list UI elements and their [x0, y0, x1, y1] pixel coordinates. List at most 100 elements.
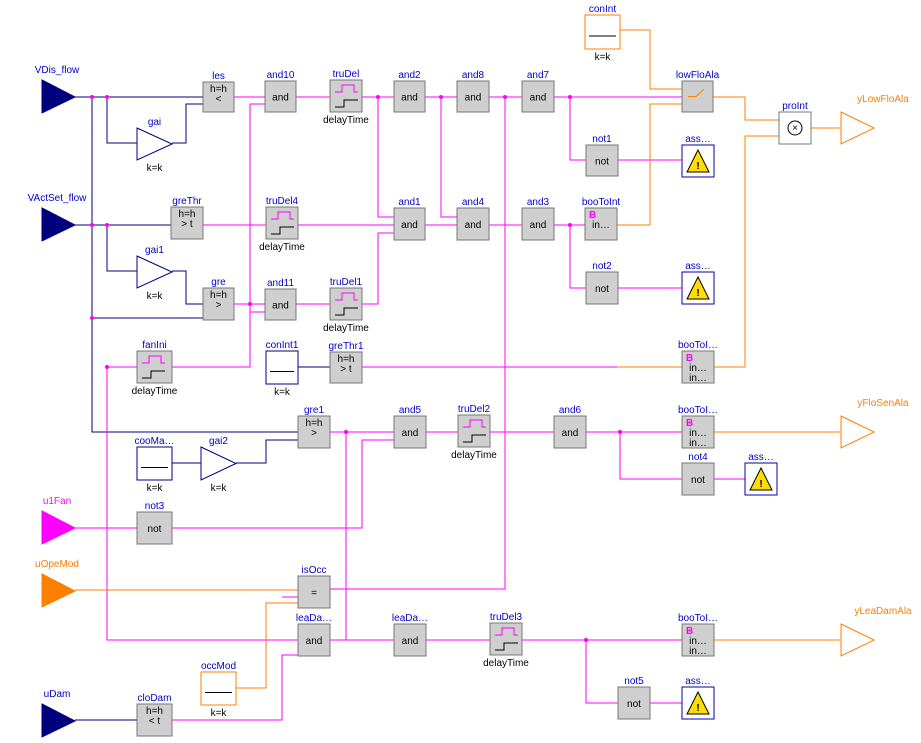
block-parameter: delayTime	[323, 115, 369, 126]
output-label: yLeaDamAla	[854, 606, 912, 617]
block-label: truDel3	[490, 612, 523, 623]
block-ass4[interactable]: ass…!	[744, 452, 778, 496]
block-symbol: in…	[689, 636, 707, 647]
block-label: booToI…	[678, 405, 718, 416]
block-symbol: h=h	[210, 290, 227, 301]
input-port-icon	[41, 79, 77, 114]
block-leaDa1[interactable]: leaDa…and	[296, 613, 332, 657]
output-ylea[interactable]: yLeaDamAla	[840, 606, 912, 657]
block-lowFloAla[interactable]: lowFloAla	[676, 70, 720, 113]
block-gai2[interactable]: gai2 k=k	[200, 436, 238, 494]
wire	[377, 97, 394, 218]
block-label: truDel2	[458, 404, 491, 415]
block-cooMa[interactable]: cooMa…k=k	[134, 436, 174, 494]
input-uope[interactable]: uOpeMod	[35, 559, 79, 608]
block-parameter: k=k	[211, 483, 228, 494]
block-booToI1[interactable]: booToI…Bin…in…	[678, 340, 718, 384]
block-ass2[interactable]: ass…!	[681, 261, 715, 305]
block-frame	[393, 415, 427, 449]
input-vdis[interactable]: VDis_flow	[35, 65, 80, 114]
block-frame	[264, 288, 297, 321]
block-parameter: delayTime	[323, 323, 369, 334]
block-frame	[297, 415, 331, 449]
input-vact[interactable]: VActSet_flow	[28, 193, 88, 242]
junction-dot	[503, 95, 507, 99]
block-leaDa2[interactable]: leaDa…and	[392, 613, 428, 657]
step-icon	[335, 99, 358, 108]
block-ass1[interactable]: ass…!	[681, 134, 715, 178]
block-frame	[329, 351, 363, 384]
output-port-icon	[840, 415, 876, 449]
block-parameter: delayTime	[483, 658, 529, 669]
junction-dot	[90, 316, 94, 320]
block-label: cloDam	[138, 693, 172, 704]
block-parameter: delayTime	[259, 242, 305, 253]
block-booToInt[interactable]: booToIntBin…	[582, 197, 621, 241]
wire	[620, 29, 682, 90]
block-symbol: < t	[149, 716, 161, 727]
block-booToI3[interactable]: booToI…Bin…in…	[678, 613, 718, 657]
block-booToI2[interactable]: booToI…Bin…in…	[678, 405, 718, 449]
block-symbol: >	[216, 300, 222, 311]
block-frame	[297, 623, 331, 657]
block-isOcc[interactable]: isOcc=	[297, 565, 331, 609]
block-label: and1	[398, 197, 421, 208]
block-label: gai2	[209, 436, 228, 447]
block-label: gai	[148, 117, 161, 128]
input-u1fan[interactable]: u1Fan	[41, 496, 77, 545]
block-symbol: and	[401, 220, 418, 231]
output-ylow[interactable]: yLowFloAla	[840, 94, 909, 145]
block-parameter: k=k	[147, 483, 164, 494]
connection-wires	[75, 29, 840, 721]
block-truDel3[interactable]: truDel3 delayTime	[483, 612, 529, 669]
block-symbol: not	[691, 475, 705, 486]
block-ass5[interactable]: ass…!	[681, 676, 715, 720]
block-symbol: > t	[181, 219, 193, 230]
const-frame	[200, 671, 237, 706]
block-label: and3	[527, 197, 550, 208]
input-label: u1Fan	[43, 496, 71, 507]
warning-mark: !	[696, 288, 699, 299]
output-label: yFloSenAla	[857, 398, 909, 409]
block-label: not1	[592, 134, 612, 145]
block-label: and2	[398, 70, 421, 81]
pulse-icon	[495, 627, 518, 636]
block-and1[interactable]: and1 and	[393, 197, 426, 241]
wire	[585, 640, 618, 704]
input-udam[interactable]: uDam	[41, 689, 77, 738]
block-symbol: and	[272, 93, 289, 104]
block-label: occMod	[201, 661, 236, 672]
output-yflo[interactable]: yFloSenAla	[840, 398, 909, 449]
block-proInt[interactable]: proInt×	[778, 101, 812, 145]
